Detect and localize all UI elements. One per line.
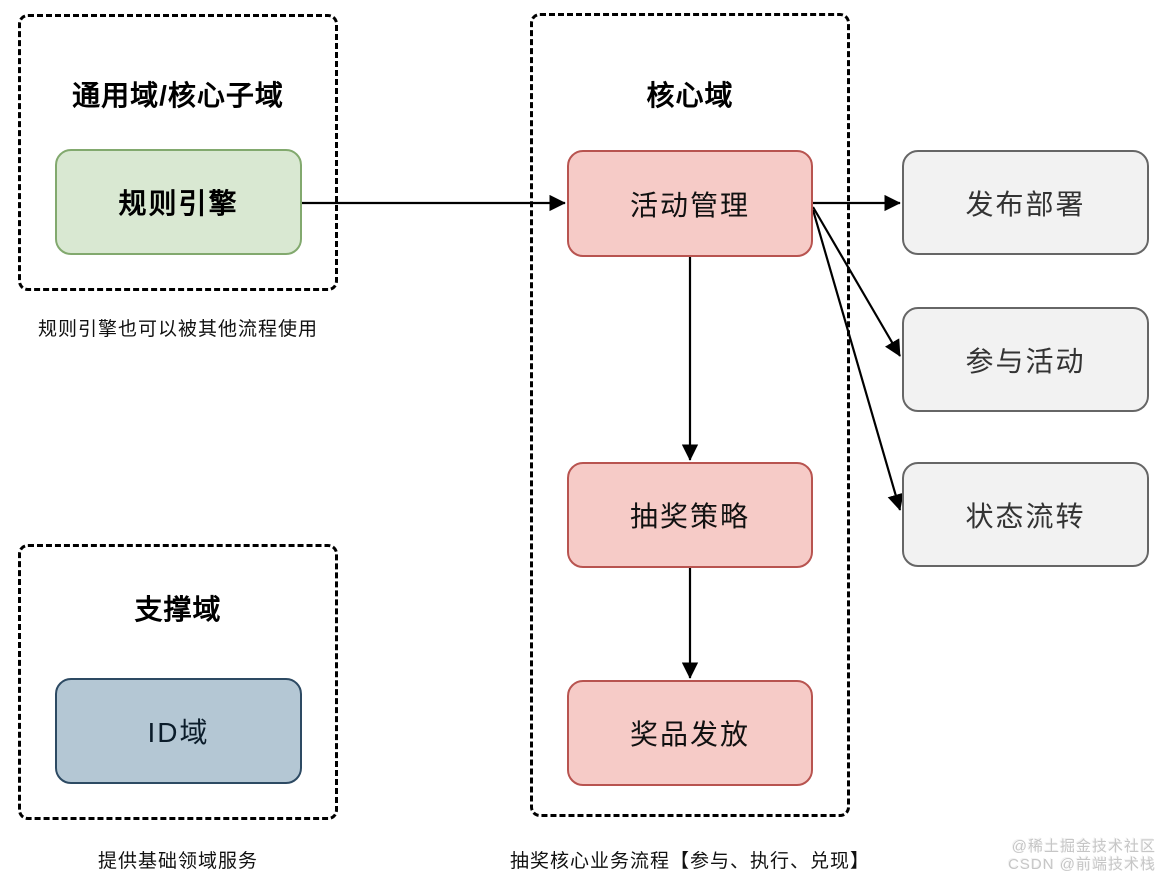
support-domain-group [18, 544, 338, 820]
prize-distribution-label: 奖品发放 [629, 719, 750, 750]
watermark: @稀土掘金技术社区 CSDN @前端技术栈 [1008, 838, 1156, 874]
rule-engine-label: 规则引擎 [118, 188, 239, 219]
support-domain-title: 支撑域 [134, 594, 222, 625]
general-domain-caption: 规则引擎也可以被其他流程使用 [37, 319, 318, 340]
activity-management-node: 活动管理 [567, 150, 813, 257]
release-deploy-node: 发布部署 [902, 150, 1149, 255]
prize-distribution-node: 奖品发放 [567, 680, 813, 786]
participate-activity-label: 参与活动 [965, 345, 1086, 377]
lottery-strategy-label: 抽奖策略 [629, 501, 750, 532]
support-domain-caption: 提供基础领域服务 [97, 851, 258, 872]
core-domain-caption: 抽奖核心业务流程【参与、执行、兑现】 [509, 851, 870, 872]
watermark-csdn: CSDN @前端技术栈 [1008, 856, 1156, 873]
general-domain-group [18, 14, 338, 291]
lottery-strategy-node: 抽奖策略 [567, 462, 813, 568]
core-domain-title: 核心域 [646, 80, 734, 111]
state-transition-label: 状态流转 [965, 500, 1086, 532]
watermark-juejin: @稀土掘金技术社区 [1011, 838, 1156, 855]
state-transition-node: 状态流转 [902, 462, 1149, 567]
release-deploy-label: 发布部署 [965, 188, 1086, 220]
rule-engine-node: 规则引擎 [55, 149, 302, 255]
participate-activity-node: 参与活动 [902, 307, 1149, 412]
general-domain-title: 通用域/核心子域 [72, 80, 284, 111]
id-domain-node: ID域 [55, 678, 302, 784]
activity-management-label: 活动管理 [629, 189, 750, 221]
id-domain-label: ID域 [147, 717, 210, 748]
